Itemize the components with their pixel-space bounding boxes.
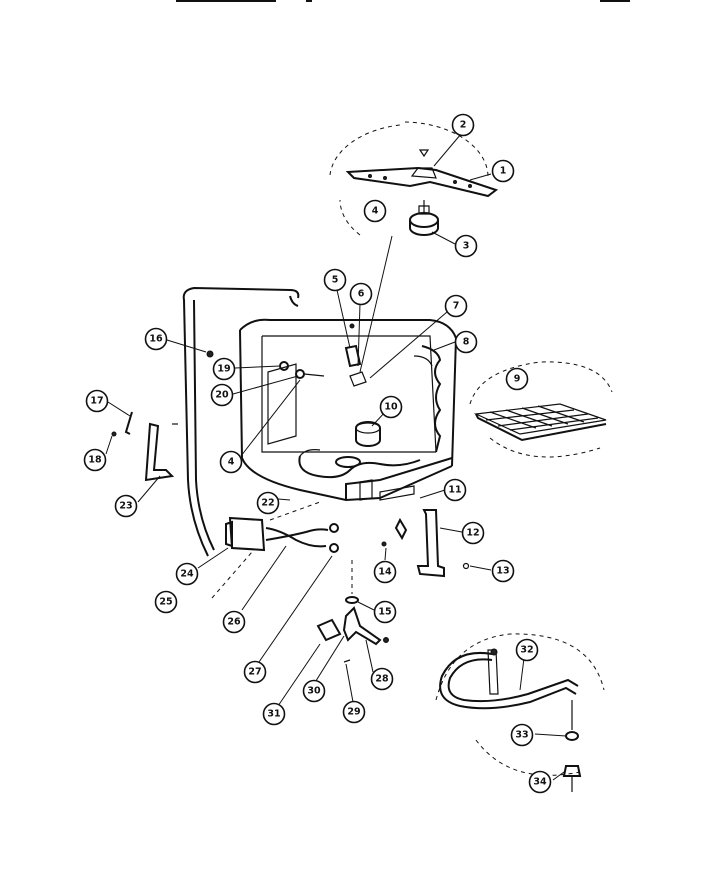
right-brackets (381, 509, 470, 578)
callout-26: 26 (222, 610, 246, 634)
callout-3: 3 (454, 234, 478, 258)
callout-1-label: 1 (500, 166, 507, 177)
callout-30: 30 (302, 679, 326, 703)
left-brackets (111, 411, 178, 482)
callout-23: 23 (114, 494, 138, 518)
callout-29: 29 (342, 700, 366, 724)
callout-33: 33 (510, 723, 534, 747)
callout-22: 22 (256, 491, 280, 515)
callout-14-label: 14 (378, 567, 392, 578)
callout-34-label: 34 (533, 777, 547, 788)
callout-1: 1 (491, 159, 515, 183)
callout-13: 13 (491, 559, 515, 583)
callout-7-label: 7 (453, 301, 460, 312)
callout-27: 27 (243, 660, 267, 684)
callout-25-label: 25 (159, 597, 172, 608)
callout-13-label: 13 (496, 566, 509, 577)
callout-17: 17 (85, 389, 109, 413)
callout-7: 7 (444, 294, 468, 318)
callout-15-label: 15 (378, 607, 391, 618)
callout-17-label: 17 (90, 396, 103, 407)
callout-6-label: 6 (358, 289, 365, 300)
callout-15: 15 (373, 600, 397, 624)
callout-22-label: 22 (261, 498, 274, 509)
callout-24: 24 (175, 562, 199, 586)
callout-4-cabinet-label: 4 (228, 457, 235, 468)
callout-9: 9 (505, 367, 529, 391)
callout-31-label: 31 (267, 709, 280, 720)
callout-23-label: 23 (119, 501, 132, 512)
callout-9-label: 9 (514, 374, 521, 385)
callout-2-label: 2 (460, 120, 467, 131)
callout-26-label: 26 (227, 617, 241, 628)
callout-32-label: 32 (520, 645, 533, 656)
callout-32: 32 (515, 638, 539, 662)
base-bracket (316, 596, 389, 663)
callout-18-label: 18 (88, 455, 102, 466)
dish-rack (469, 361, 613, 458)
callout-28-label: 28 (375, 674, 389, 685)
callout-25: 25 (154, 590, 178, 614)
callout-4-cabinet: 4 (219, 450, 243, 474)
callout-10-label: 10 (384, 402, 398, 413)
callout-4-top: 4 (363, 199, 387, 223)
callout-12: 12 (461, 521, 485, 545)
callout-5-label: 5 (332, 275, 339, 286)
callout-16-label: 16 (149, 334, 163, 345)
callout-30-label: 30 (307, 686, 321, 697)
callout-12-label: 12 (466, 528, 479, 539)
callout-5: 5 (323, 268, 347, 292)
callout-6: 6 (349, 282, 373, 306)
fill-tube (182, 286, 300, 557)
callout-19: 19 (212, 357, 236, 381)
callout-14: 14 (373, 560, 397, 584)
callout-16: 16 (144, 327, 168, 351)
callout-20: 20 (210, 383, 234, 407)
callout-3-label: 3 (463, 241, 470, 252)
callout-18: 18 (83, 448, 107, 472)
callout-19-label: 19 (217, 364, 230, 375)
callout-11: 11 (443, 478, 467, 502)
callout-24-label: 24 (180, 569, 194, 580)
drain-hose-assembly (435, 633, 605, 792)
tub-cabinet (206, 318, 457, 502)
callout-4-top-label: 4 (372, 206, 379, 217)
callout-11-label: 11 (448, 485, 461, 496)
callout-8: 8 (454, 330, 478, 354)
pump-hoses (211, 501, 353, 599)
callout-33-label: 33 (515, 730, 528, 741)
callout-28: 28 (370, 667, 394, 691)
callout-8-label: 8 (463, 337, 470, 348)
callout-27-label: 27 (248, 667, 261, 678)
callout-29-label: 29 (347, 707, 360, 718)
callout-2: 2 (451, 113, 475, 137)
callout-10: 10 (379, 395, 403, 419)
callout-20-label: 20 (215, 390, 229, 401)
callout-34: 34 (528, 770, 552, 794)
callout-31: 31 (262, 702, 286, 726)
spray-arm-assembly (329, 121, 499, 373)
